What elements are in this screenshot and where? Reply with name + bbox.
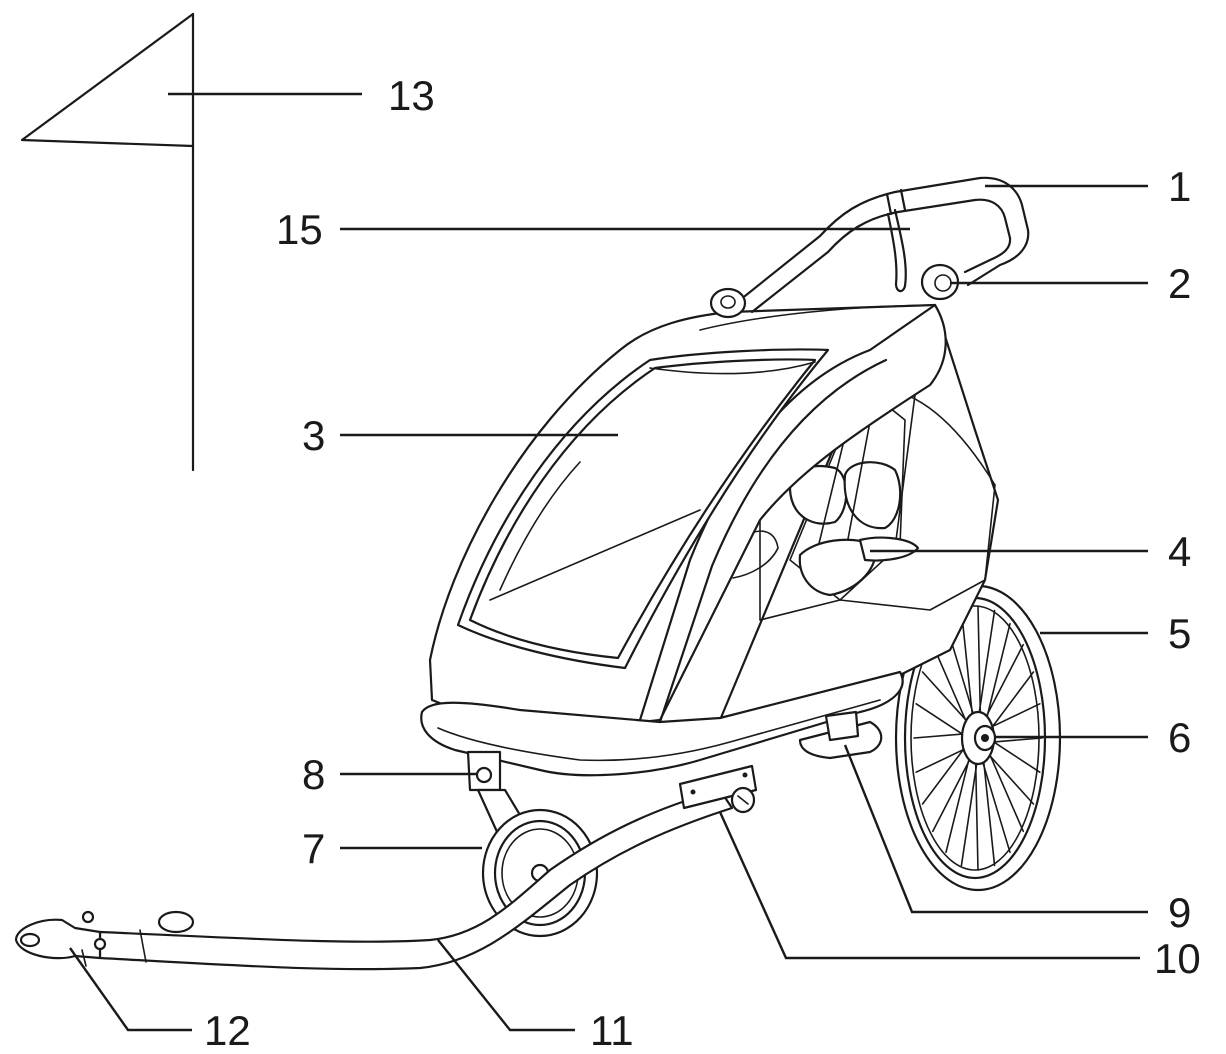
wheel-spoke	[921, 671, 972, 727]
wheel-spoke	[915, 746, 971, 773]
label-10: 10	[1154, 935, 1201, 982]
wheel-spoke	[931, 643, 971, 730]
wheel-spoke	[984, 622, 1011, 726]
wheel-spoke	[913, 732, 970, 739]
label-9: 9	[1168, 889, 1191, 936]
label-3: 3	[302, 412, 325, 459]
wheel-spoke	[986, 737, 1043, 744]
label-13: 13	[388, 72, 435, 119]
wheel-spoke	[984, 749, 1035, 805]
label-5: 5	[1168, 610, 1191, 657]
wheel-spoke	[986, 671, 1035, 734]
wheel-spoke	[931, 752, 974, 833]
wheel-spoke	[985, 746, 1025, 833]
label-4: 4	[1168, 528, 1191, 575]
push-bar	[709, 176, 1030, 319]
label-2: 2	[1168, 260, 1191, 307]
wheel-spoke	[982, 752, 996, 867]
wheel-spoke	[979, 754, 1011, 854]
callout-numbers: 13 1 15 2 3 4 5 6 8 7 9 10 12 11	[204, 72, 1201, 1054]
leader-lines	[69, 92, 1148, 1032]
label-8: 8	[302, 751, 325, 798]
tow-bar	[14, 764, 758, 971]
wheel-spoke	[921, 742, 970, 805]
label-6: 6	[1168, 714, 1191, 761]
wheel-spoke	[960, 609, 974, 724]
wheel-spoke	[945, 750, 972, 854]
wheel-spoke	[982, 643, 1025, 724]
axle-bracket	[798, 710, 883, 760]
wheel-spoke	[987, 737, 1041, 773]
wheel-spoke	[977, 609, 996, 721]
wheel-spoke	[977, 605, 982, 722]
safety-flag	[20, 12, 195, 472]
wheel-spoke	[915, 703, 969, 739]
trailer-body	[420, 303, 1000, 777]
label-11: 11	[590, 1007, 634, 1054]
wheel-spoke	[985, 703, 1041, 730]
rear-wheel	[894, 584, 1062, 892]
label-15: 15	[276, 206, 323, 253]
label-12: 12	[204, 1007, 251, 1054]
wheel-spoke	[960, 755, 979, 867]
wheel-spoke	[974, 754, 979, 871]
label-7: 7	[302, 825, 325, 872]
label-1: 1	[1168, 163, 1191, 210]
